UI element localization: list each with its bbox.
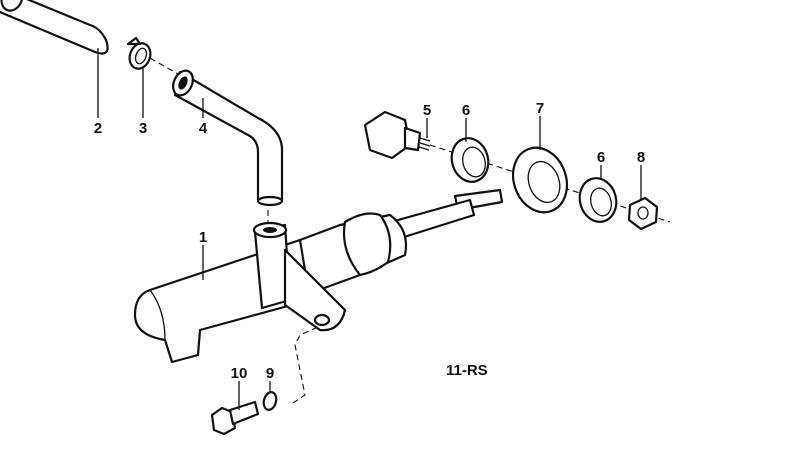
master-cylinder-part-1	[133, 188, 504, 364]
washer-part-6a	[450, 137, 490, 183]
callout-label-1: 1	[199, 229, 207, 246]
hex-bolt-part-10	[210, 400, 260, 436]
callout-label-6b: 6	[597, 149, 605, 166]
clamp-part-3	[126, 36, 152, 70]
pipe-part-4	[172, 69, 284, 207]
washer-part-6b	[578, 177, 618, 223]
alignment-line	[289, 314, 346, 406]
nut-part-7	[511, 146, 569, 214]
diagram-code: 11-RS	[446, 362, 488, 379]
hose-part-2	[0, 0, 109, 55]
callout-label-3: 3	[139, 120, 147, 137]
callout-label-8: 8	[637, 149, 645, 166]
callout-label-2: 2	[94, 120, 102, 137]
callout-label-5: 5	[423, 102, 431, 119]
callout-label-6a: 6	[462, 102, 470, 119]
union-bolt-part-5	[363, 110, 431, 160]
callout-label-9: 9	[266, 365, 274, 382]
lock-washer-part-9	[262, 391, 278, 411]
nut-part-8	[627, 196, 659, 231]
callout-label-4: 4	[199, 120, 208, 137]
callout-label-10: 10	[231, 365, 248, 382]
callout-label-7: 7	[536, 100, 544, 117]
